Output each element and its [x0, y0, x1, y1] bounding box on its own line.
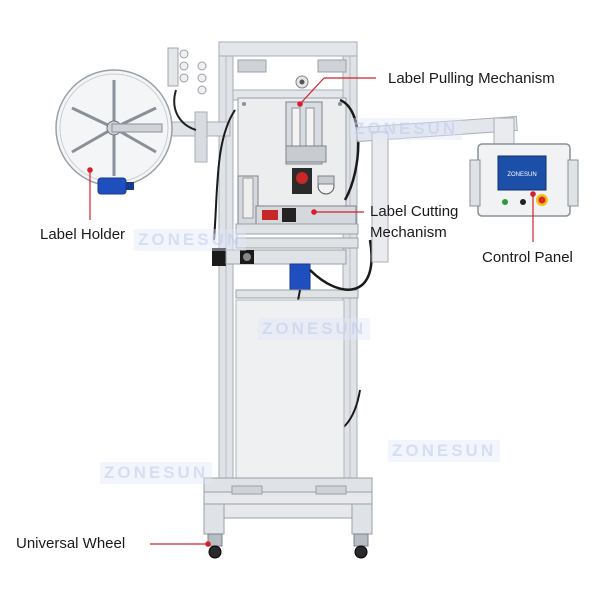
callout-lines: [87, 77, 536, 547]
label-holder-label: Label Holder: [40, 226, 126, 243]
watermark-1: ZONESUN: [350, 118, 463, 140]
control-panel-assembly: ZONESUN: [356, 115, 579, 263]
watermark-2: ZONESUN: [134, 229, 247, 251]
watermark-4: ZONESUN: [388, 440, 501, 462]
lower-cabinet: [203, 299, 373, 535]
callout-line-label-pulling: [299, 77, 325, 105]
mid-platform: [212, 205, 373, 434]
label-cutting-mechanism-label-line2: Mechanism: [370, 224, 447, 241]
watermark-3: ZONESUN: [258, 318, 371, 340]
upper-plate: [213, 75, 360, 241]
universal-wheel-label: Universal Wheel: [16, 535, 126, 552]
panel-screen-text: ZONESUN: [507, 172, 536, 178]
label-cutting-mechanism-label-line1: Label Cutting: [370, 203, 459, 220]
universal-wheels: [207, 533, 369, 559]
label-pulling-mechanism-label: Label Pulling Mechanism: [388, 70, 555, 87]
label-holder-arm: [159, 47, 231, 163]
control-panel-label: Control Panel: [482, 249, 573, 266]
main-frame: [218, 41, 358, 513]
label-holder-disk: [55, 69, 173, 195]
watermark-5: ZONESUN: [100, 462, 213, 484]
